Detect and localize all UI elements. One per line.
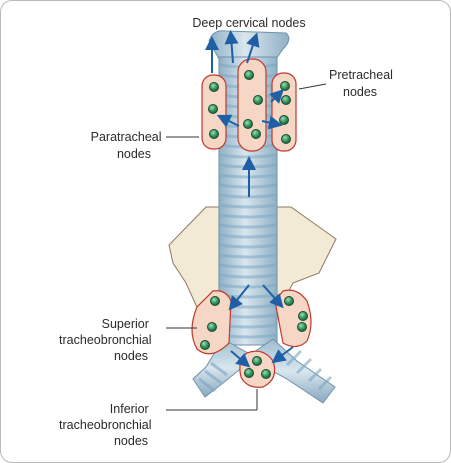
deep-cervical-label: Deep cervical nodes (192, 16, 305, 30)
node-group-paratracheal-left (201, 74, 227, 150)
lymph-node (251, 129, 261, 139)
arrow-right-lower (261, 115, 283, 130)
lymph-node (253, 95, 263, 105)
lymph-node (281, 95, 291, 105)
tracheal-ring (218, 243, 278, 249)
bronchial-ring (204, 369, 222, 385)
tracheal-ring (218, 273, 278, 279)
node-group-superior-tracheobronchial-left (191, 290, 232, 355)
lymph-node (244, 368, 254, 378)
node-group-pretracheal (237, 58, 267, 152)
tracheal-ring (218, 213, 278, 219)
arrow-superior-left (228, 284, 250, 311)
lymph-node (208, 104, 218, 114)
node-group-superior-tracheobronchial-right (274, 289, 312, 348)
lymph-node (281, 134, 291, 144)
lymph-node (207, 322, 217, 332)
arrow-inferior-right (271, 346, 294, 364)
pretracheal-label: Pretracheal nodes (329, 68, 396, 99)
inferior-tracheobronchial-label: Inferior tracheobronchial nodes (59, 402, 155, 448)
bronchial-ring (295, 357, 313, 375)
bronchial-rings (198, 349, 333, 393)
lymph-node (279, 115, 289, 125)
lymph-node (209, 129, 219, 139)
arrow-up-right (246, 32, 260, 64)
tracheal-ring (218, 203, 278, 209)
tracheal-ring (218, 233, 278, 239)
bronchial-ring (198, 377, 216, 393)
bronchial-ring (317, 375, 333, 391)
tracheal-ring (218, 253, 278, 259)
lymph-node (252, 356, 262, 366)
lymph-node (284, 296, 294, 306)
arrow-to-pretracheal (216, 114, 240, 128)
bronchial-ring (285, 349, 303, 367)
lymph-node (209, 82, 219, 92)
leader-lines (166, 83, 327, 411)
node-group-paratracheal-right (271, 72, 297, 152)
lymph-node (261, 369, 271, 379)
lymph-node (210, 296, 220, 306)
lymph-node (200, 340, 210, 350)
bronchial-ring (307, 367, 323, 383)
superior-tracheobronchial-label: Superior tracheobronchial nodes (59, 317, 155, 363)
lymph-node (244, 70, 254, 80)
tracheal-ring (218, 263, 278, 269)
bronchial-ring (210, 361, 228, 377)
arrow-inferior-left (230, 350, 251, 368)
tracheal-ring (218, 223, 278, 229)
arrow-to-paratracheal-right (269, 89, 284, 104)
lymph-node (243, 119, 253, 129)
paratracheal-label: Paratracheal nodes (91, 130, 165, 161)
lymph-node (298, 311, 308, 321)
node-group-inferior-tracheobronchial (239, 350, 276, 388)
lymph-node (280, 81, 290, 91)
arrow-up-center (224, 30, 239, 64)
drainage-arrows (205, 30, 294, 368)
lymph-node (297, 322, 307, 332)
arrow-superior-right (262, 284, 284, 309)
